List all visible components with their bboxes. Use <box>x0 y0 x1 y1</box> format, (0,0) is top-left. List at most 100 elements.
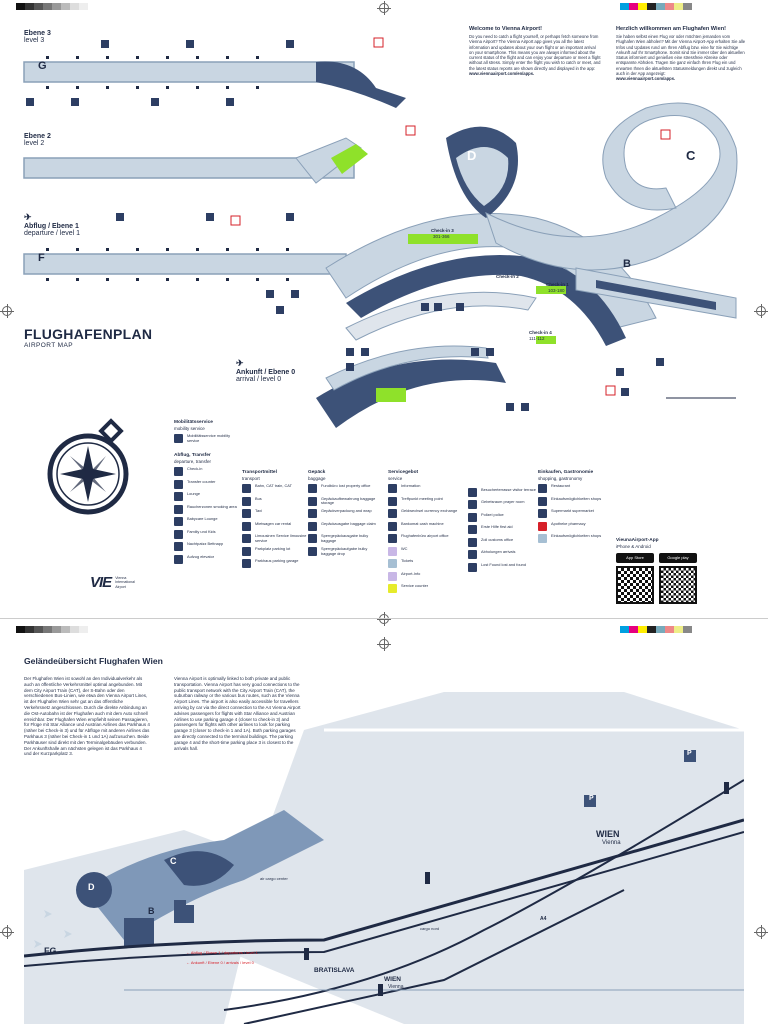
legend-item: Gebetsraum prayer room <box>468 499 538 509</box>
tickets-swatch <box>388 559 397 569</box>
pier-d-inner <box>456 147 509 206</box>
legend-item: Lounge <box>174 492 240 502</box>
airport-office-icon <box>388 534 397 544</box>
service-icons <box>26 40 664 411</box>
legend-item: Babycare Lounge <box>174 517 240 527</box>
meeting-point-icon <box>388 496 397 506</box>
terminal-inner <box>346 255 626 346</box>
level-subtitle: level 3 <box>24 37 45 44</box>
app-store-button[interactable]: App Store <box>616 552 654 563</box>
legend-item: Limousinen Service limousine service <box>242 533 308 544</box>
pier-b-inner <box>596 280 716 310</box>
legend-item: Bus <box>242 496 308 506</box>
legend-service: Servicegebot service Information Treffpu… <box>388 470 458 594</box>
traffic-light-icon <box>304 782 729 996</box>
map-title: FLUGHAFENPLAN <box>24 326 153 342</box>
airplane-icons <box>34 910 72 948</box>
legend-subheading: departure, transfer <box>174 458 212 464</box>
ground-wien-bottom: WIEN <box>384 976 401 983</box>
legend-mobility: Mobilitätsservice mobility service Mobil… <box>174 420 240 564</box>
legend-item: Tickets <box>388 558 458 569</box>
legend-item: Service counter <box>388 583 458 594</box>
ground-pier-b: B <box>148 906 155 916</box>
legend-item: Information <box>388 483 458 494</box>
app-block: VieunaAirport-App iPhone & Android App S… <box>616 538 706 604</box>
ground-area <box>224 692 744 1024</box>
level-subtitle: level 2 <box>24 140 45 147</box>
registration-mark <box>0 925 14 939</box>
pier-d-letter: D <box>467 148 477 163</box>
legend-subheading: baggage <box>308 475 326 481</box>
overview-en-body: Vienna Airport is optimally linked to bo… <box>174 676 301 751</box>
legend-heading: Einkaufen, Gastronomie <box>538 470 594 475</box>
babycare-icon <box>174 517 183 527</box>
cash-machine-icon <box>388 521 397 531</box>
overview-en-text: Vienna Airport is optimally linked to bo… <box>174 676 302 751</box>
legend-item: Einkaufsmöglichkeiten shops <box>538 533 614 544</box>
checkin-4-zone <box>536 336 556 344</box>
map-title-block: FLUGHAFENPLAN AIRPORT MAP <box>24 326 152 349</box>
qr-code-ios[interactable] <box>616 565 654 604</box>
welcome-de-link[interactable]: www.viennaairport.com/apps. <box>616 76 676 82</box>
bulky-baggage-icon <box>308 534 317 544</box>
logo-text: VIE <box>90 574 112 591</box>
lost-property-icon <box>308 484 317 494</box>
service-counter-swatch <box>388 584 397 594</box>
checkin-3-range: 301-366 <box>433 234 450 239</box>
registration-mark <box>377 1 391 15</box>
lost-found-icon <box>468 562 477 572</box>
ground-cargo-center: air cargo center <box>260 876 288 881</box>
baggage-wrap-icon <box>308 509 317 519</box>
level-2-label: Ebene 2 level 2 <box>24 133 51 147</box>
checkin-1-range: 103-180 <box>548 288 565 293</box>
ground-pier-c: C <box>170 856 177 866</box>
visitor-terrace-icon <box>468 487 477 497</box>
pier-b-letter: B <box>623 258 631 270</box>
legend-item: Gepäckausgabe baggage claim <box>308 521 378 531</box>
pier-f-letter: F <box>38 252 45 264</box>
bus-icon <box>242 496 251 506</box>
legend-item: Bankomat cash machine <box>388 521 458 531</box>
qr-code-android[interactable] <box>659 565 697 604</box>
legend-item: Aufzug elevator <box>174 554 240 564</box>
highway-a4-lane <box>24 831 744 967</box>
legend-item: Flughafenbüro airport office <box>388 533 458 544</box>
mobility-icon <box>174 434 183 444</box>
shops-icon <box>538 496 547 506</box>
baggage-claim-icon <box>308 521 317 531</box>
level-title: Abflug / Ebene 1 <box>24 223 79 230</box>
legend-item: Airport-Info <box>388 571 458 581</box>
legend-item: Familiy und Kids <box>174 529 240 539</box>
ground-wien-right: WIEN <box>596 829 620 839</box>
legend-item: Supermarkt supermarket <box>538 508 614 519</box>
ground-a4: A4 <box>540 916 547 922</box>
legend-item: Zoll customs office <box>468 537 538 547</box>
app-title: VieunaAirport-App <box>616 538 659 543</box>
pier-c-letter: C <box>686 148 696 163</box>
level-subtitle: arrival / level 0 <box>236 376 282 383</box>
connector-level3 <box>316 61 406 108</box>
checkin-1-zone <box>536 286 566 294</box>
arrival-green <box>376 388 406 402</box>
level-title: Ebene 2 <box>24 133 51 140</box>
legend-heading: Gepäck <box>308 470 326 475</box>
gate-markers <box>46 56 289 281</box>
legend-item: Raucherzonen smoking area <box>174 504 240 514</box>
legend-item: Erste Hilfe first aid <box>468 524 538 534</box>
legend-heading: Servicegebot <box>388 470 419 475</box>
logo-subtext: Vienna International Airport <box>115 576 135 589</box>
legend-transport: Transportmittel transport Bahn, CAT trai… <box>242 470 308 569</box>
level-subtitle: departure / level 1 <box>24 230 81 237</box>
registration-mark <box>377 637 391 651</box>
taxi-icon <box>242 509 251 519</box>
welcome-en-link[interactable]: www.viennaairport.com/en/apps. <box>469 71 535 77</box>
terminal-ring <box>345 291 537 341</box>
level-0-label: ✈ Ankunft / Ebene 0 arrival / level 0 <box>236 358 295 383</box>
customs-icon <box>468 537 477 547</box>
registration-mark <box>754 304 768 318</box>
legend-item: Abholungen arrivals <box>468 549 538 559</box>
pier-g-level3 <box>23 61 355 83</box>
wc-icons <box>230 37 671 396</box>
legend-heading: Abflug, Transfer <box>174 453 211 459</box>
google-play-button[interactable]: Google play <box>659 552 697 563</box>
